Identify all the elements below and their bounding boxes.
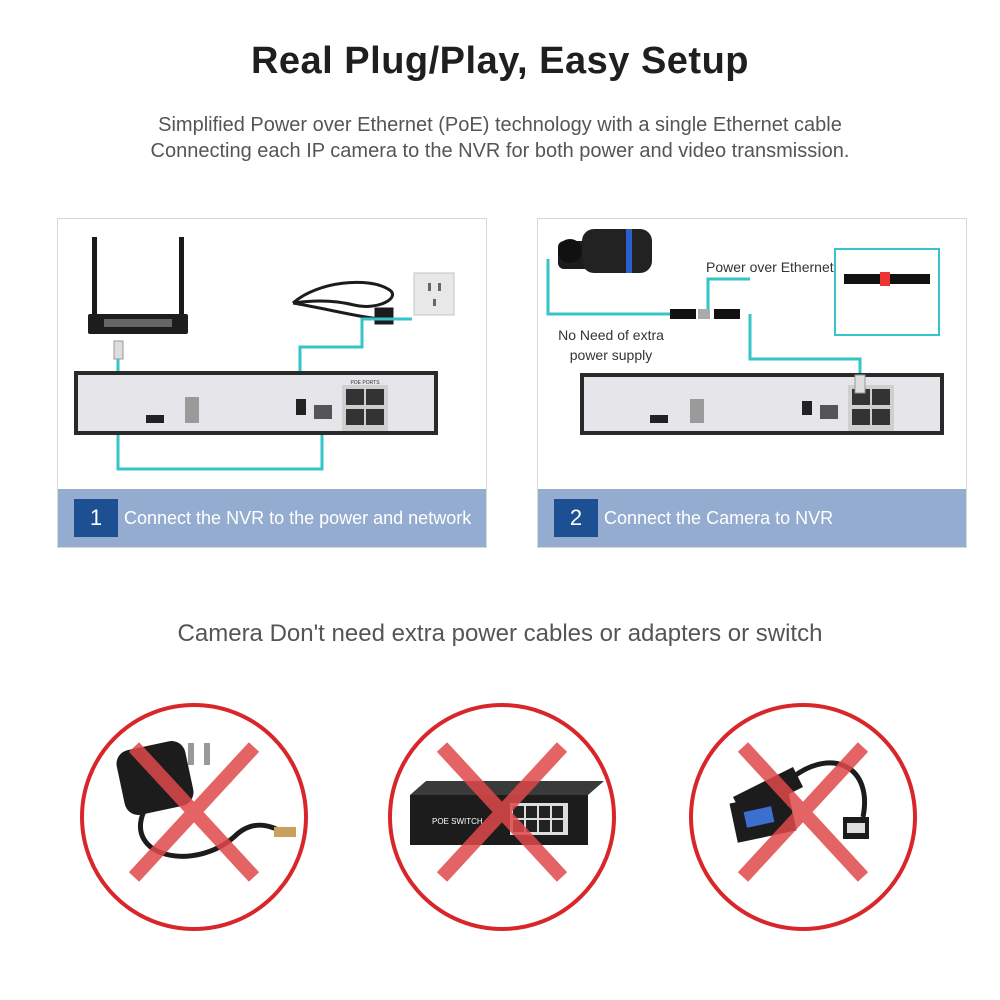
- no-poe-switch: POE SWITCH: [388, 703, 616, 931]
- camera-nvr-diagram: [546, 229, 944, 435]
- no-power-label: No Need of extra power supply: [556, 325, 666, 365]
- no-power-line-1: No Need of extra: [558, 327, 664, 343]
- power-adapter-icon: [116, 741, 296, 882]
- no-extra-power-note: Camera Don't need extra power cables or …: [177, 620, 823, 647]
- step-2-panel: Power over Ethernet No Need of extra pow…: [537, 218, 967, 548]
- power-cord-icon: [292, 280, 395, 325]
- wall-socket-icon: [413, 272, 455, 316]
- poe-connector-icon: [844, 272, 930, 286]
- step-2-text: Connect the Camera to NVR: [604, 508, 834, 528]
- step-2-bar: 2 Connect the Camera to NVR: [538, 489, 966, 547]
- step-1-bar: 1 Connect the NVR to the power and netwo…: [58, 489, 486, 547]
- page-subtitle: Simplified Power over Ethernet (PoE) tec…: [0, 112, 1000, 164]
- step-2-number: 2: [554, 499, 598, 537]
- step-1-panel: POE PORTS 1 Connect the NVR to the power…: [57, 218, 487, 548]
- step-1-number: 1: [74, 499, 118, 537]
- no-hdmi-adapter: [689, 703, 917, 931]
- cable-splitter-icon: [670, 309, 740, 319]
- no-power-adapter: [80, 703, 308, 931]
- nvr-ports-label: POE PORTS: [350, 380, 380, 386]
- poe-switch-label: POE SWITCH: [432, 817, 483, 826]
- nvr-power-network-diagram: POE PORTS: [74, 237, 455, 471]
- no-power-line-2: power supply: [569, 347, 653, 363]
- poe-switch-icon: POE SWITCH: [410, 742, 604, 882]
- router-icon: [88, 237, 188, 334]
- hdmi-vga-adapter-icon: [729, 742, 869, 882]
- page-title: Real Plug/Play, Easy Setup: [250, 40, 750, 82]
- poe-label: Power over Ethernet: [706, 259, 834, 275]
- nvr-recorder-icon-2: [580, 373, 944, 435]
- subtitle-line-1: Simplified Power over Ethernet (PoE) tec…: [158, 114, 842, 136]
- nvr-recorder-icon: POE PORTS: [74, 371, 438, 435]
- subtitle-line-2: Connecting each IP camera to the NVR for…: [150, 140, 850, 162]
- step-1-text: Connect the NVR to the power and network: [124, 508, 472, 528]
- ip-camera-icon: [558, 229, 652, 273]
